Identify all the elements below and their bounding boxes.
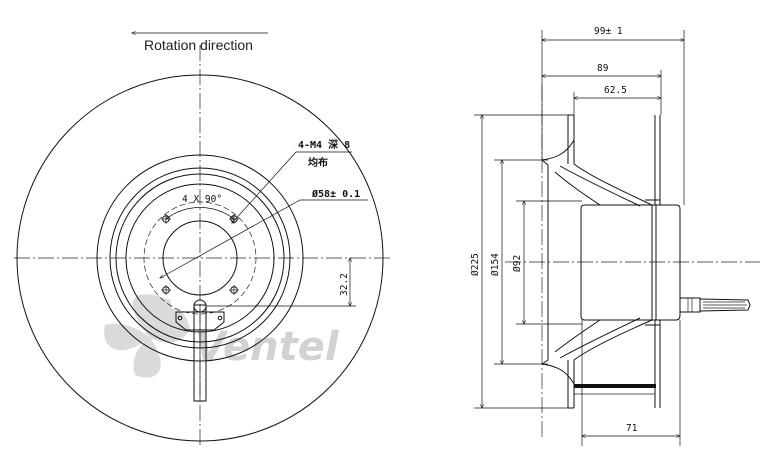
outer-impeller-circle — [16, 74, 384, 442]
dia-92-label: Ø92 — [512, 255, 523, 272]
overall-width-label: 99± 1 — [594, 26, 623, 37]
width-71-label: 71 — [626, 423, 638, 434]
offset-dim-label: 32.2 — [339, 273, 350, 296]
thread-leader — [232, 151, 352, 223]
bolt-circle — [143, 201, 257, 315]
impeller-profile — [541, 114, 661, 409]
watermark-text: Ventel — [195, 324, 340, 370]
rotation-direction-label: Rotation direction — [144, 37, 253, 53]
hole-spacing-label: 4 X 90° — [182, 194, 222, 205]
width-89-label: 89 — [597, 63, 609, 74]
bore-leader — [160, 199, 368, 278]
width-62-5-label: 62.5 — [604, 85, 627, 96]
side-cable — [680, 297, 751, 313]
ring-band — [574, 384, 656, 388]
watermark-text-gray: Ventel — [195, 324, 340, 370]
dia-154-label: Ø154 — [490, 253, 501, 276]
cable-gland — [175, 299, 225, 402]
angle-arc — [166, 207, 234, 219]
thread-note-line1: 4-M4 深 8 — [298, 138, 350, 151]
bore-circle — [162, 220, 238, 296]
bore-diameter-label: Ø58± 0.1 — [311, 188, 360, 200]
motor-body — [580, 199, 681, 326]
watermark: Ventel — [104, 294, 340, 378]
fan-logo-icon — [104, 294, 190, 378]
dia-225-label: Ø225 — [470, 253, 481, 276]
side-view: 99± 1 89 62.5 Ø225 Ø154 Ø92 71 — [470, 26, 760, 446]
thread-note-line2: 均布 — [308, 156, 328, 169]
front-view: 4 X 90° 4-M4 深 8 均布 Ø58± 0.1 32.2 Rotati… — [14, 33, 392, 445]
